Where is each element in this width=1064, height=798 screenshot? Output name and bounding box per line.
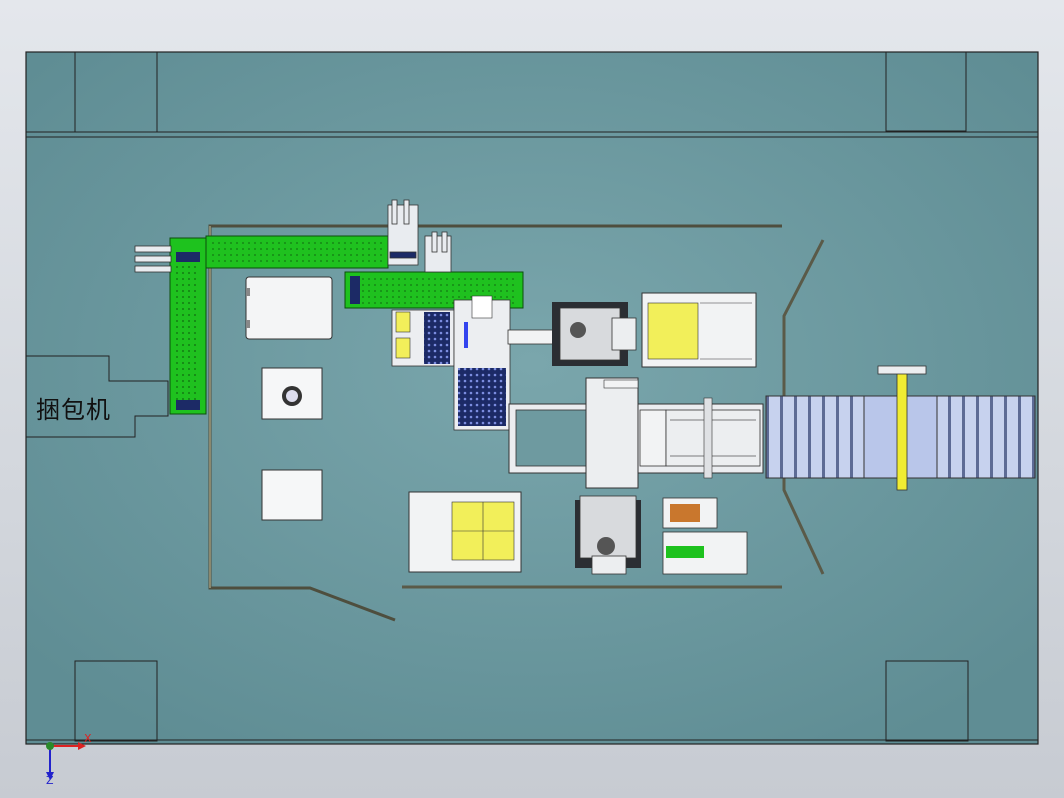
feeding-station	[391, 295, 511, 431]
footing-top-right	[885, 51, 967, 132]
axis-z-label: Z	[46, 774, 54, 787]
fixture-lower-right	[662, 531, 748, 575]
central-machine	[508, 377, 764, 489]
control-cabinet	[245, 276, 333, 340]
axis-triad: X Z	[40, 732, 96, 788]
stopper-top	[387, 199, 452, 273]
tray-station-lower	[408, 491, 522, 573]
infeed-conveyor-vertical	[169, 237, 207, 415]
footing-bottom-right	[885, 660, 969, 742]
footing-top-left	[74, 51, 158, 133]
fixture-upper-right	[662, 497, 718, 529]
axis-triad-icon	[46, 742, 86, 780]
operator-panel	[261, 469, 323, 521]
baler-label: 捆包机	[36, 396, 111, 424]
tray-station-upper	[641, 292, 757, 368]
infeed-conveyor-horizontal	[205, 235, 389, 269]
roller-conveyor-outfeed	[765, 365, 1036, 491]
footing-bottom-left	[74, 660, 158, 742]
robot-arm-lower	[575, 495, 641, 575]
stopper-left	[134, 245, 172, 273]
axis-x-label: X	[84, 732, 92, 745]
baler-outline	[25, 355, 169, 438]
robot-arm-upper	[507, 302, 637, 366]
